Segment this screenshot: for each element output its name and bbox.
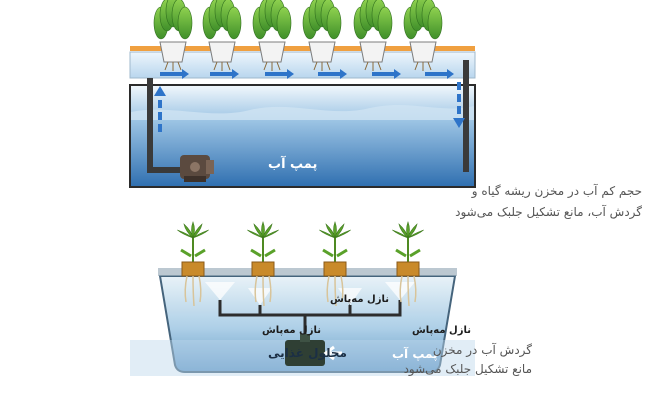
nozzle-label-right: نازل مه‌پاش bbox=[412, 325, 471, 336]
bottom-basin bbox=[158, 275, 457, 373]
lettuce-plant bbox=[353, 0, 393, 71]
top-pump-label: پمپ آب bbox=[268, 155, 317, 172]
nozzle-label-top: نازل مه‌پاش bbox=[330, 294, 389, 305]
feed-pipe bbox=[147, 78, 185, 173]
bottom-pump-label: پمپ آب bbox=[392, 346, 438, 361]
top-reservoir-wave bbox=[131, 105, 474, 120]
lettuce-plant bbox=[153, 0, 193, 71]
lettuce-plant bbox=[202, 0, 242, 71]
top-diagram bbox=[129, 0, 476, 188]
lettuce-plant bbox=[403, 0, 443, 71]
solution-label: محلول غذایی bbox=[268, 346, 347, 361]
drain-pipe bbox=[463, 60, 469, 172]
basin-plant bbox=[319, 221, 351, 307]
lettuce-plant bbox=[252, 0, 292, 71]
nozzle-label-left: نازل مه‌پاش bbox=[262, 325, 321, 336]
pump-pointer-arrow bbox=[323, 345, 342, 361]
lettuce-plants bbox=[153, 0, 443, 71]
nozzle-pipes bbox=[218, 300, 402, 345]
channel-flow-arrows bbox=[160, 69, 454, 79]
basin-plant bbox=[177, 221, 209, 307]
bottom-diagram bbox=[130, 221, 475, 376]
top-pump-icon bbox=[180, 155, 214, 182]
bottom-pump-icon bbox=[285, 334, 325, 366]
basin-plant bbox=[247, 221, 279, 307]
basin-plant bbox=[392, 221, 424, 307]
lettuce-plant bbox=[302, 0, 342, 71]
bottom-basin-lid bbox=[158, 268, 457, 276]
bottom-caption-line2: مانع تشکیل جلبک می‌شود bbox=[403, 362, 532, 376]
basin-plants bbox=[177, 221, 424, 307]
top-caption-line2: گردش آب، مانع تشکیل جلبک می‌شود bbox=[455, 205, 642, 219]
bottom-caption-line1: گردش آب در مخزن bbox=[432, 343, 532, 357]
drain-flow-arrows bbox=[453, 82, 465, 128]
top-caption-line1: حجم کم آب در مخزن ریشه گیاه و bbox=[471, 184, 642, 198]
top-channel-lid bbox=[130, 46, 475, 51]
feed-flow-arrows bbox=[154, 86, 166, 132]
